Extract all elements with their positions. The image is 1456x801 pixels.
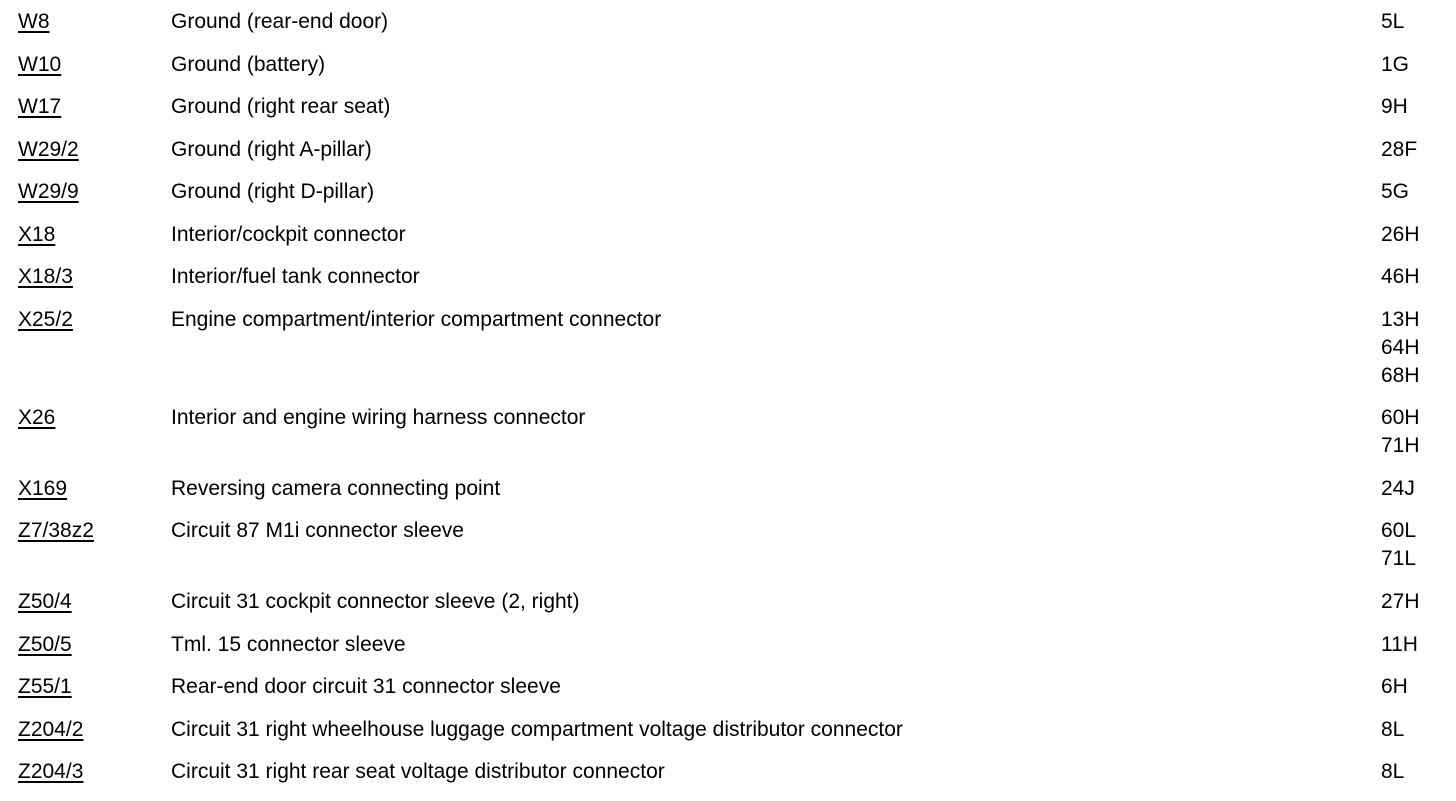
location-code: 9H xyxy=(1381,95,1408,118)
component-code-link[interactable]: W10 xyxy=(18,52,62,76)
component-description: Ground (battery) xyxy=(171,52,326,76)
component-description: Circuit 31 right wheelhouse luggage comp… xyxy=(171,717,903,741)
location-code: 27H xyxy=(1381,590,1420,613)
component-code-link[interactable]: Z7/38z2 xyxy=(18,519,94,542)
location-list: 46H xyxy=(1381,263,1451,291)
component-code-link[interactable]: Z50/4 xyxy=(18,590,72,613)
list-item: W29/9 Ground (right D-pillar) 5G xyxy=(0,178,1456,221)
list-item: X169 Reversing camera connecting point 24J xyxy=(0,475,1456,518)
location-code: 28F xyxy=(1381,137,1418,161)
location-code: 6H xyxy=(1381,675,1408,698)
location-list: 9H xyxy=(1381,93,1451,121)
component-code-link[interactable]: Z55/1 xyxy=(18,675,72,698)
component-code-link[interactable]: W8 xyxy=(18,10,50,33)
component-code-link[interactable]: Z204/2 xyxy=(18,717,84,741)
location-list: 1G xyxy=(1381,51,1451,79)
location-list: 13H 64H 68H xyxy=(1381,306,1451,390)
component-description: Ground (rear-end door) xyxy=(171,10,389,33)
component-description: Circuit 31 cockpit connector sleeve (2, … xyxy=(171,590,580,613)
location-code: 60L xyxy=(1381,519,1417,542)
component-code-link[interactable]: Z204/3 xyxy=(18,760,84,783)
list-item: W8 Ground (rear-end door) 5L xyxy=(0,8,1456,51)
location-code: 46H xyxy=(1381,265,1420,288)
component-code-link[interactable]: X26 xyxy=(18,405,56,429)
list-item: Z7/38z2 Circuit 87 M1i connector sleeve 60… xyxy=(0,517,1456,588)
component-description: Circuit 31 right rear seat voltage distr… xyxy=(171,760,665,783)
location-list: 26H xyxy=(1381,221,1451,249)
component-code-link[interactable]: Z50/5 xyxy=(18,632,72,656)
location-list: 8L xyxy=(1381,758,1451,786)
list-item: W10 Ground (battery) 1G xyxy=(0,51,1456,94)
list-item: X26 Interior and engine wiring harness co… xyxy=(0,404,1456,475)
list-item: Z55/1 Rear-end door circuit 31 connector … xyxy=(0,673,1456,716)
component-description: Tml. 15 connector sleeve xyxy=(171,632,406,656)
location-code: 71H xyxy=(1381,433,1420,457)
component-description: Interior/cockpit connector xyxy=(171,222,406,246)
list-item: Z50/5 Tml. 15 connector sleeve 11H xyxy=(0,631,1456,674)
location-list: 24J xyxy=(1381,475,1451,503)
location-list: 27H xyxy=(1381,588,1451,616)
component-description: Interior/fuel tank connector xyxy=(171,265,420,288)
component-description: Rear-end door circuit 31 connector sleev… xyxy=(171,675,561,698)
list-item: W17 Ground (right rear seat) 9H xyxy=(0,93,1456,136)
component-list: W8 Ground (rear-end door) 5L W10 Ground (bat… xyxy=(0,8,1456,801)
location-list: 5G xyxy=(1381,178,1451,206)
location-list: 8L xyxy=(1381,716,1451,744)
list-item: W29/2 Ground (right A-pillar) 28F xyxy=(0,136,1456,179)
component-code-link[interactable]: X18 xyxy=(18,222,56,246)
location-list: 11H xyxy=(1381,631,1451,659)
location-list: 28F xyxy=(1381,136,1451,164)
component-code-link[interactable]: X18/3 xyxy=(18,265,73,288)
list-item: X18/3 Interior/fuel tank connector 46H xyxy=(0,263,1456,306)
location-code: 8L xyxy=(1381,760,1405,783)
location-code: 64H xyxy=(1381,335,1420,359)
component-code-link[interactable]: W29/9 xyxy=(18,180,79,203)
location-code: 1G xyxy=(1381,52,1410,76)
component-description: Circuit 87 M1i connector sleeve xyxy=(171,519,464,542)
component-description: Engine compartment/interior compartment … xyxy=(171,307,662,331)
list-item: Z50/4 Circuit 31 cockpit connector sleeve… xyxy=(0,588,1456,631)
component-code-link[interactable]: W17 xyxy=(18,95,62,118)
component-description: Ground (right rear seat) xyxy=(171,95,391,118)
location-list: 6H xyxy=(1381,673,1451,701)
list-item: X18 Interior/cockpit connector 26H xyxy=(0,221,1456,264)
location-code: 71L xyxy=(1381,547,1417,570)
location-list: 5L xyxy=(1381,8,1451,36)
location-code: 5L xyxy=(1381,10,1405,33)
location-code: 24J xyxy=(1381,476,1415,500)
location-code: 5G xyxy=(1381,180,1410,203)
location-code: 60H xyxy=(1381,405,1420,429)
list-item: X25/2 Engine compartment/interior compart… xyxy=(0,306,1456,404)
component-code-link[interactable]: X25/2 xyxy=(18,307,73,331)
location-code: 13H xyxy=(1381,307,1420,331)
location-code: 26H xyxy=(1381,222,1420,246)
location-code: 8L xyxy=(1381,717,1405,741)
component-description: Ground (right D-pillar) xyxy=(171,180,375,203)
component-description: Ground (right A-pillar) xyxy=(171,137,372,161)
list-item: Z204/3 Circuit 31 right rear seat voltage… xyxy=(0,758,1456,801)
component-description: Interior and engine wiring harness conne… xyxy=(171,405,586,429)
list-item: Z204/2 Circuit 31 right wheelhouse luggag… xyxy=(0,716,1456,759)
component-code-link[interactable]: X169 xyxy=(18,476,68,500)
component-description: Reversing camera connecting point xyxy=(171,476,501,500)
location-code: 11H xyxy=(1381,632,1418,656)
component-code-link[interactable]: W29/2 xyxy=(18,137,79,161)
location-code: 68H xyxy=(1381,363,1420,387)
